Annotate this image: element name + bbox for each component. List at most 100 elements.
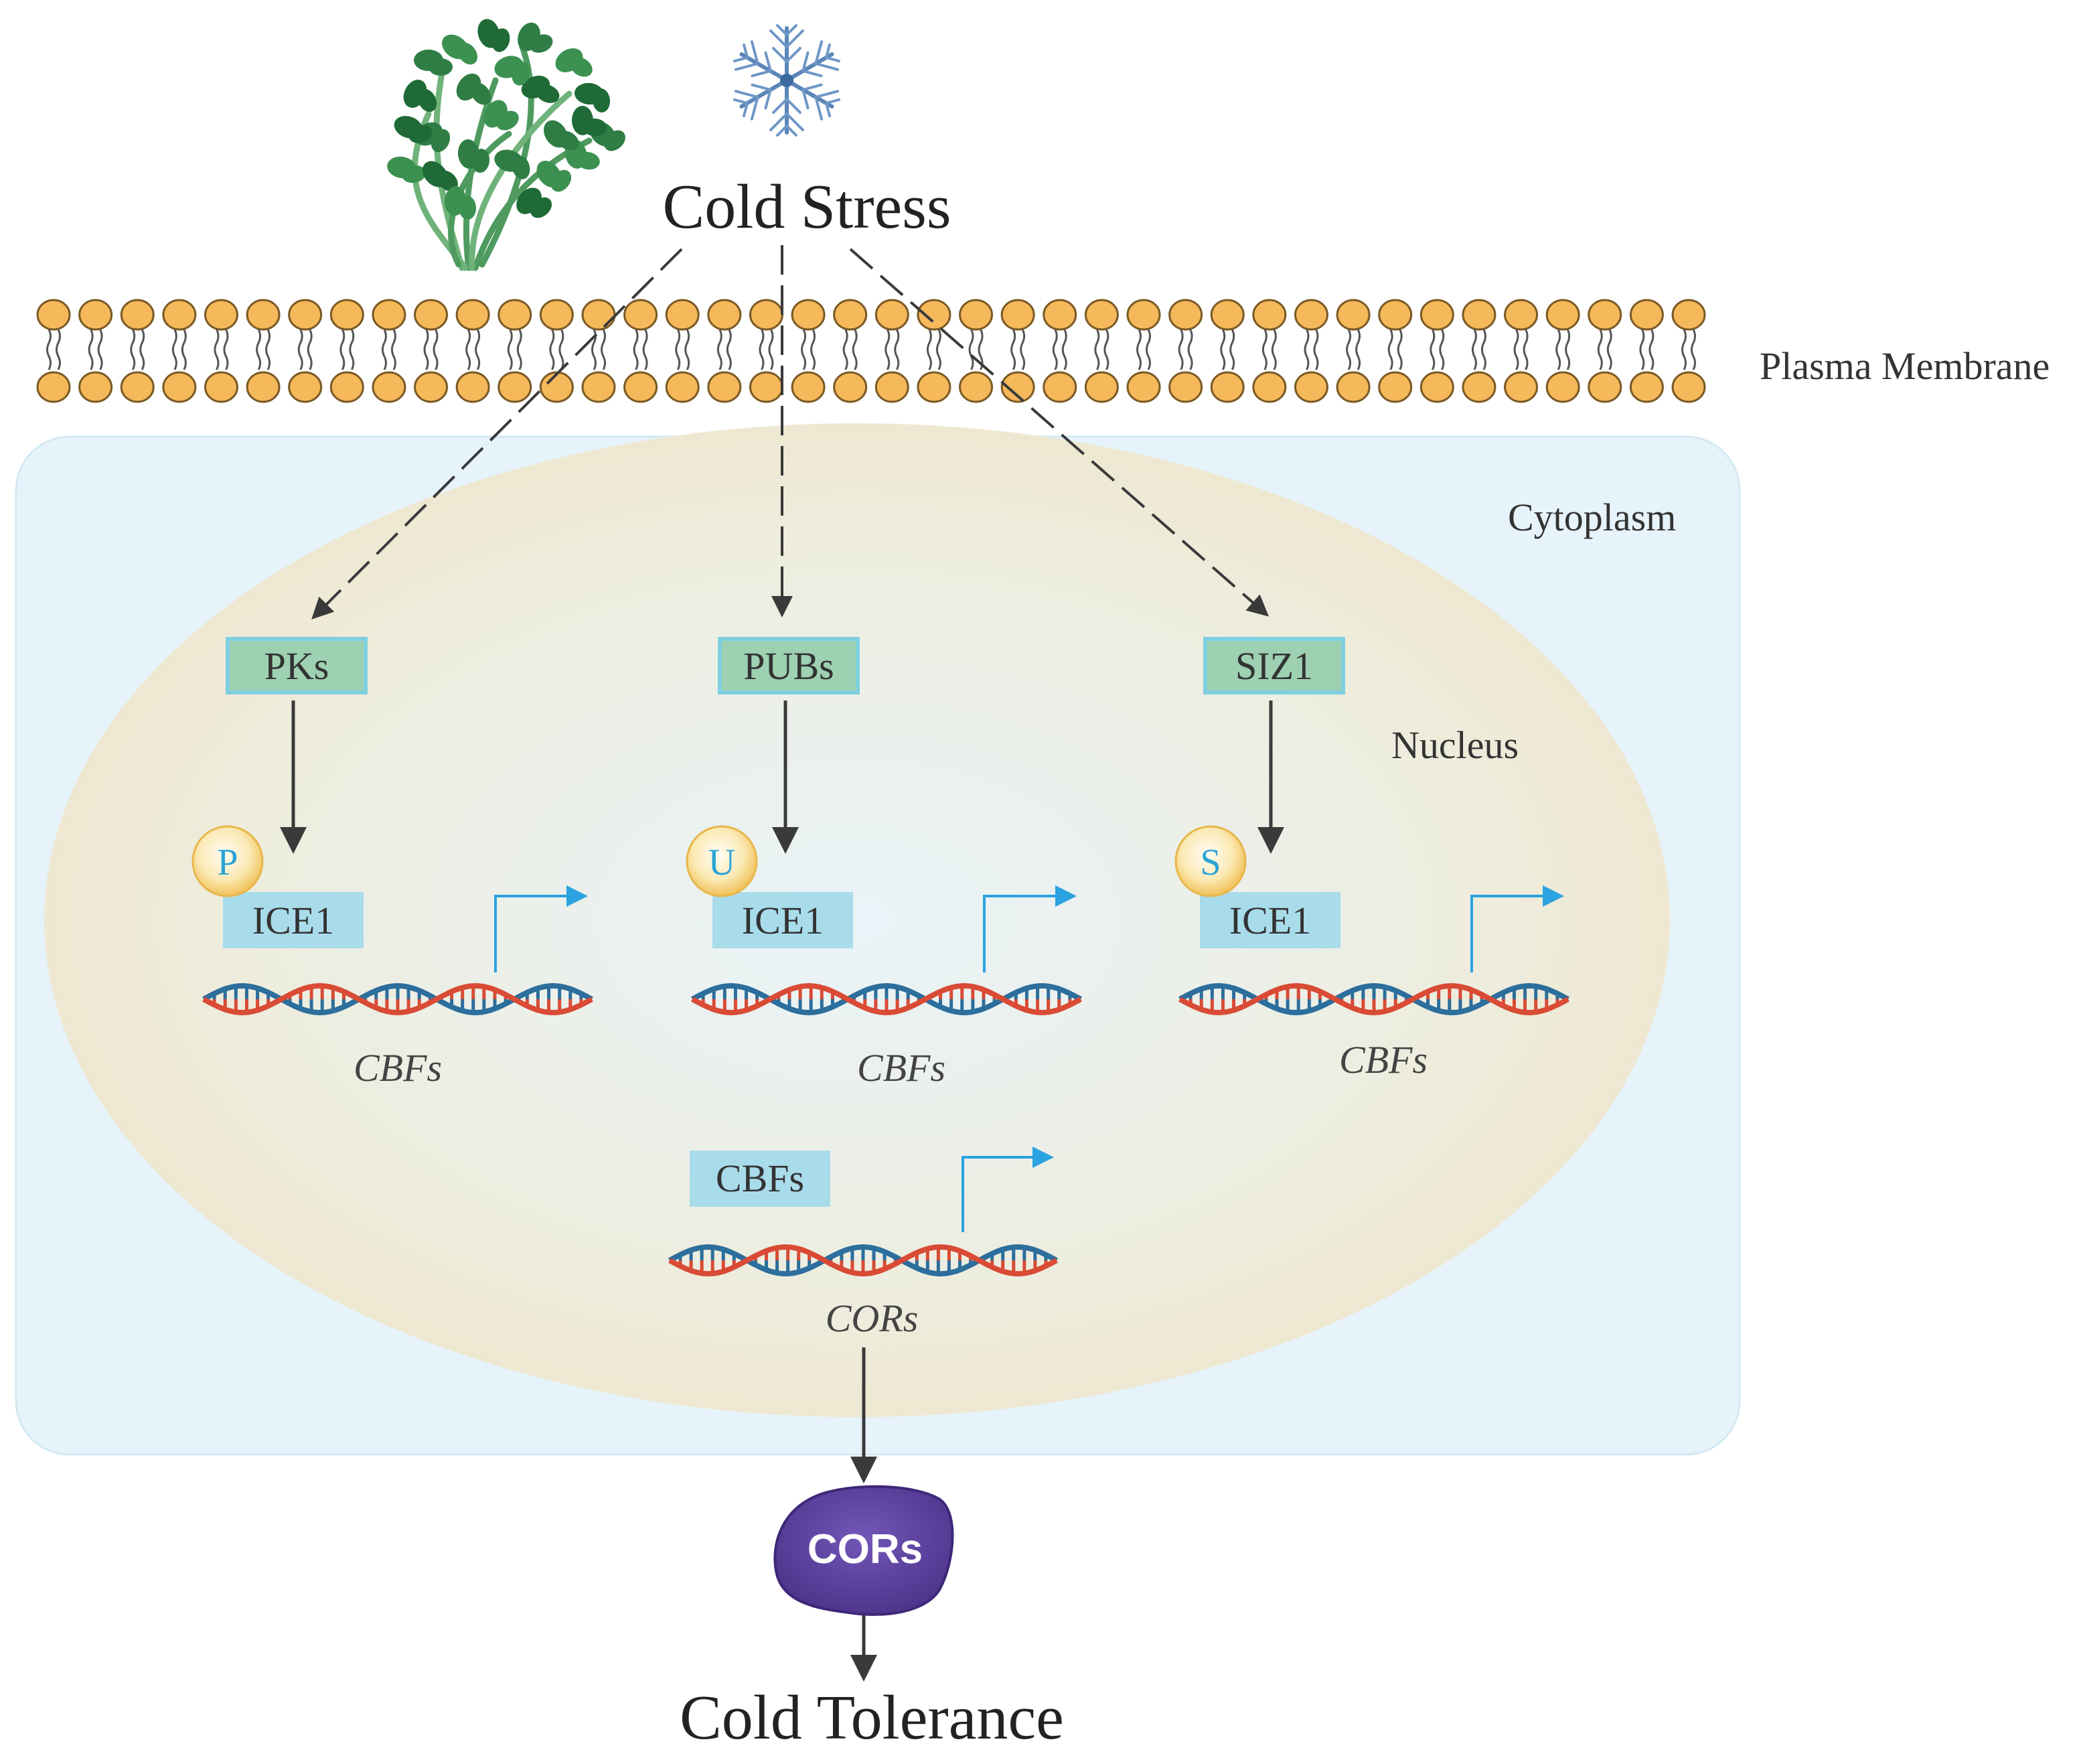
plant-leaf [471,149,490,173]
lipid-tail [1513,329,1519,370]
lipid-tail [1271,329,1277,370]
lipid-molecule [665,299,700,403]
lipid-head-inner [791,371,826,403]
snowflake-branch [750,40,759,65]
lipid-tail [465,329,471,370]
lipid-molecule [1378,299,1413,403]
snowflake-branch [751,83,772,91]
snowflake-icon [733,24,841,137]
lipid-head-inner [78,371,113,403]
lipid-head-inner [497,371,532,403]
dna-strand-red [1178,982,1569,1016]
lipid-tail [978,329,984,370]
lipid-tail [726,329,732,370]
plant-leaf [604,130,625,151]
lipid-molecule [581,299,616,403]
lipid-molecule [1168,299,1203,403]
lipid-tail [926,329,932,370]
lipid-tail [1355,329,1361,370]
lipid-tail [97,329,103,370]
modification-label: U [708,842,735,883]
lipid-head-outer [1168,299,1203,331]
plant-leaf [576,151,600,170]
lipid-tail [46,329,52,370]
lipid-molecule [1336,299,1371,403]
lipid-tail [1681,329,1687,370]
lipid-head-outer [749,299,783,331]
snowflake-branch [801,88,810,110]
lipid-head-outer [1545,299,1580,331]
lipid-molecule [917,299,951,403]
snowflake-arm [785,40,841,82]
lipid-molecule [1462,299,1496,403]
lipid-molecule [414,299,449,403]
snowflake-branch [776,125,788,137]
lipid-head-inner [1504,371,1539,403]
lipid-tail [768,329,774,370]
lipid-head-outer [1043,299,1077,331]
cors-gene-label: CORs [826,1297,919,1340]
plant-leaf [583,118,607,137]
plasma-membrane-label: Plasma Membrane [1760,344,2050,388]
lipid-tail [1523,329,1529,370]
dna-strand-red [202,982,593,1016]
lipid-tail [1136,329,1142,370]
snowflake-arm [785,78,841,121]
lipid-molecule [1629,299,1664,403]
lipid-head-inner [288,371,323,403]
lipid-head-inner [1462,371,1496,403]
lipid-tail [894,329,900,370]
lipid-tail [307,329,313,370]
plant-leaf [529,34,553,53]
dna-strand-blue [668,1244,1058,1277]
gene-label: CBFs [1339,1038,1428,1082]
lipid-tail [507,329,513,370]
lipid-head-inner [1000,371,1035,403]
lipid-molecule [1545,299,1580,403]
lipid-molecule [791,299,826,403]
plant-leaf [417,88,437,113]
dna-strand-blue [691,982,1082,1016]
lipid-tail [265,329,271,370]
lipid-head-outer [917,299,951,331]
lipid-molecule [874,299,909,403]
cold-stress-title: Cold Stress [663,172,951,242]
downstream-module: CBFs CORs CORs [668,1147,1058,1682]
snowflake-branch [785,29,804,48]
lipid-tail [1313,329,1319,370]
lipid-head-outer [78,299,113,331]
lipid-head-inner [1294,371,1328,403]
regulator-box [1203,637,1345,694]
lipid-head-outer [497,299,532,331]
snowflake-arm [769,24,804,82]
lipid-molecule [288,299,323,403]
lipid-tail [1178,329,1184,370]
snowflake-spoke [785,78,834,108]
lipid-molecule [1252,299,1287,403]
lipid-tail [675,329,681,370]
lipid-molecule [372,299,406,403]
lipid-head-outer [1671,299,1706,331]
snowflake-spoke [739,52,789,82]
lipid-head-outer [539,299,574,331]
lipid-head-inner [1043,371,1077,403]
lipid-tail [139,329,145,370]
lipid-tail [633,329,639,370]
gene-label: CBFs [354,1046,442,1090]
lipid-head-outer [1629,299,1664,331]
snowflake-branch [764,51,772,72]
lipid-molecule [833,299,868,403]
lipid-head-outer [204,299,238,331]
lipid-head-outer [329,299,364,331]
lipid-tail [1480,329,1486,370]
snowflake-arm [733,78,789,121]
snowflake-arm [769,78,804,137]
lipid-tail [1439,329,1445,370]
lipid-head-inner [1629,371,1664,403]
plant-leaf [471,82,491,105]
plant-leaf [496,111,519,131]
snowflake-branch [785,47,801,63]
lipid-head-inner [833,371,868,403]
